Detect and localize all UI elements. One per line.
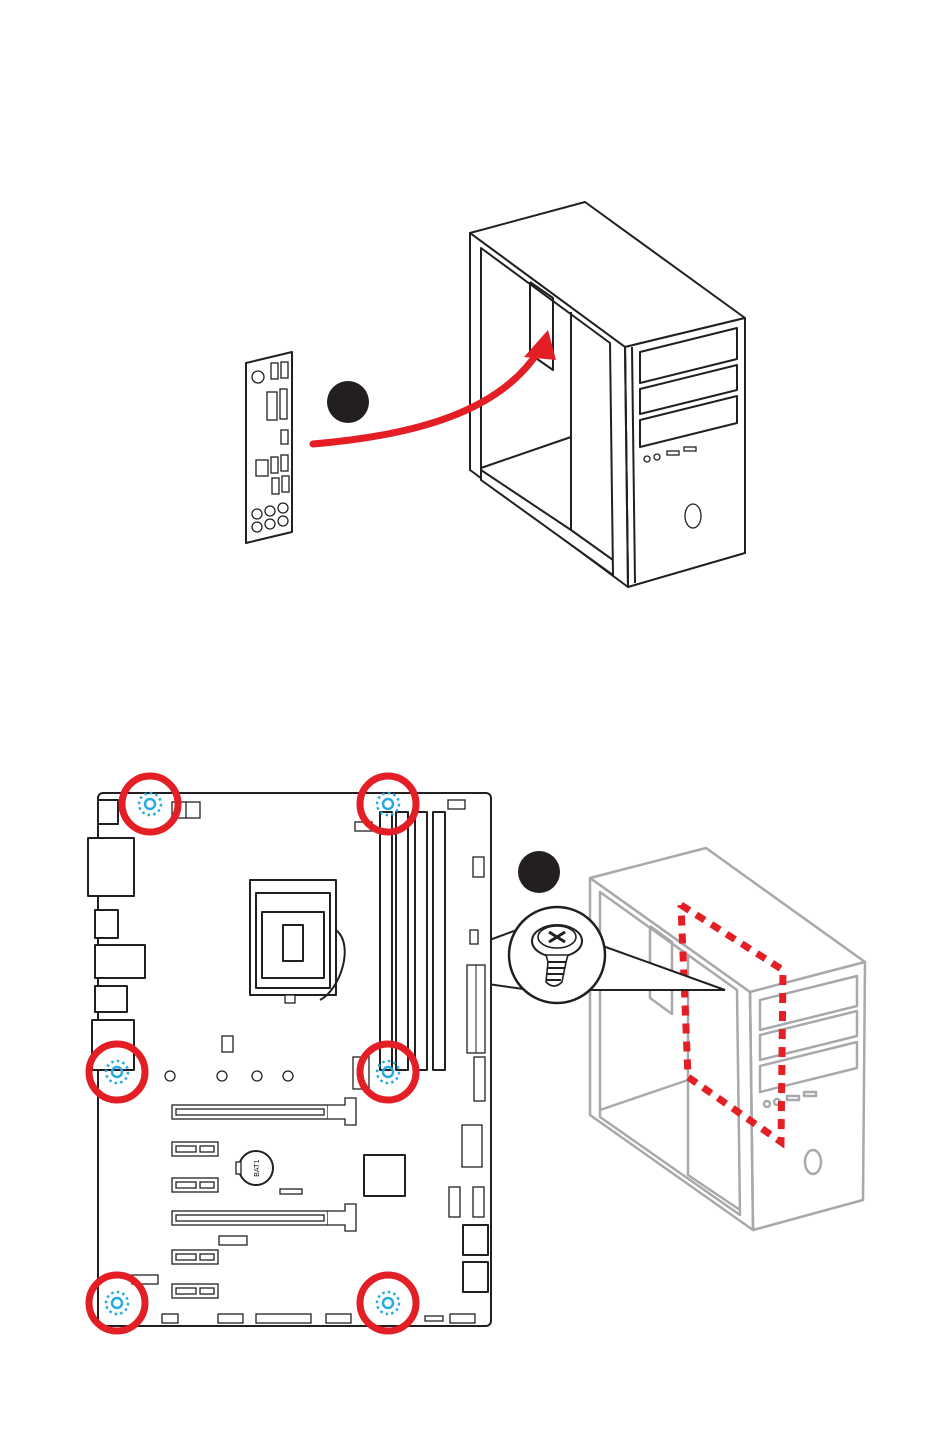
step-marker-2: [518, 851, 560, 893]
io-shield-icon: [246, 352, 292, 543]
battery-label: BAT1: [253, 1159, 261, 1177]
cpu-socket: [250, 880, 345, 1003]
motherboard-icon: BAT1: [88, 793, 491, 1326]
step-marker-1: [327, 381, 369, 423]
pc-case-gray: [590, 848, 865, 1230]
pc-case-top: [470, 202, 745, 587]
